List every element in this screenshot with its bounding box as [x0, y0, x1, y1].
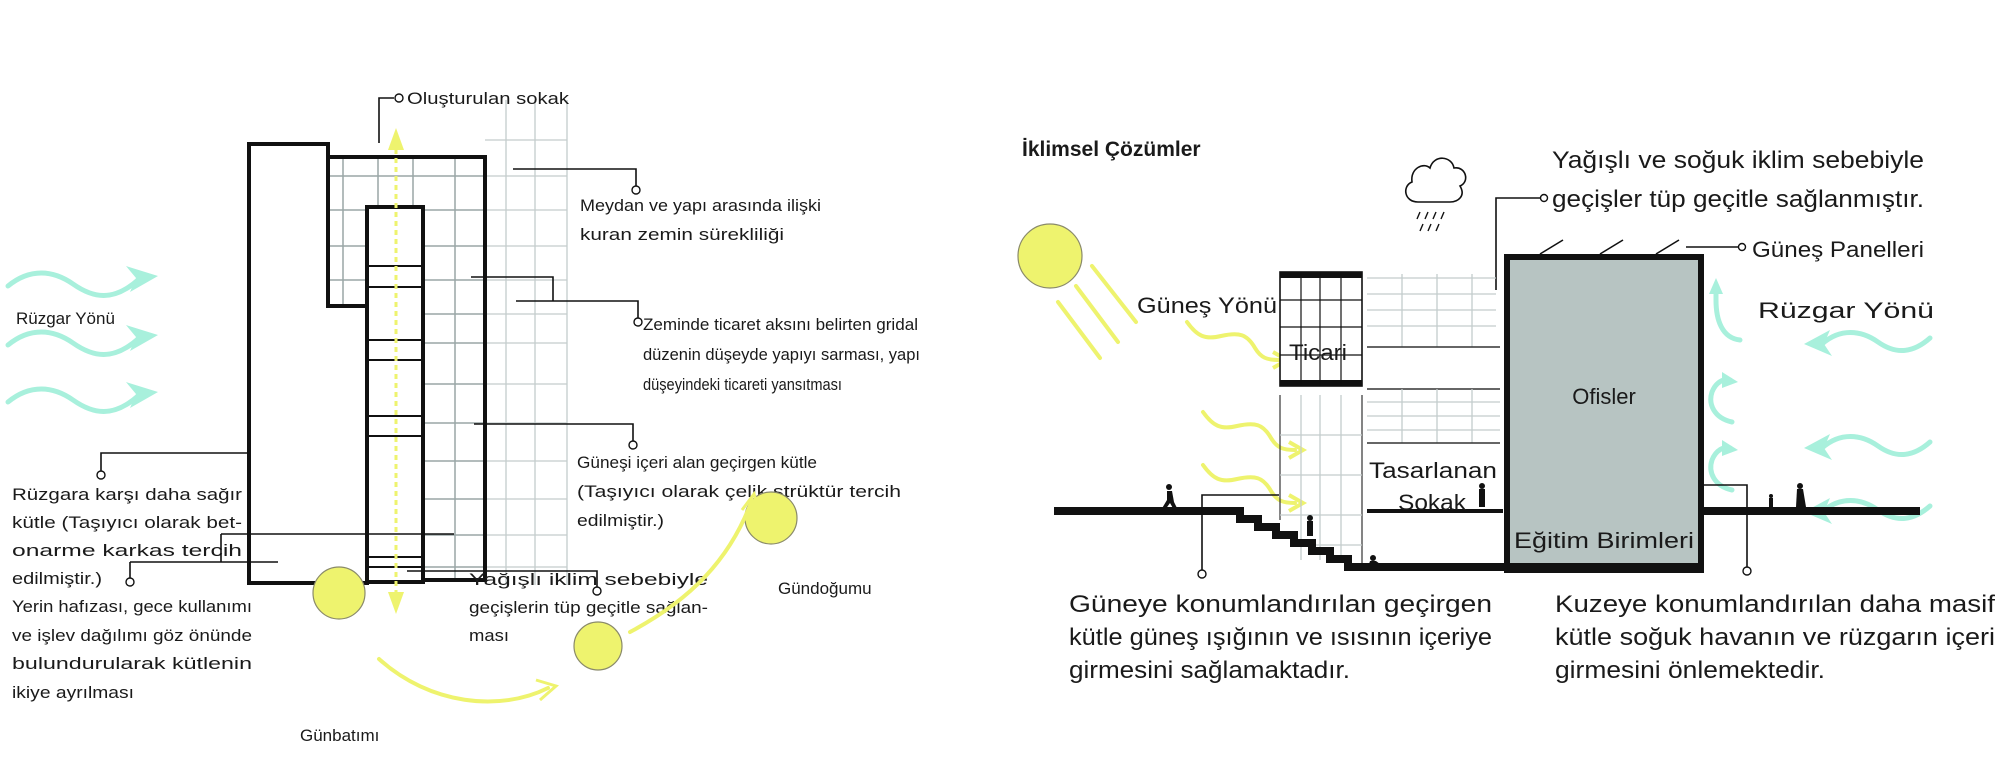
south-note: kütle güneş ışığının ve ısısının içeriye: [1069, 624, 1492, 651]
wind-arrow-icon: [1804, 434, 1930, 460]
permeable-mass-note: Güneşi içeri alan geçirgen kütle: [577, 453, 817, 472]
sun-icon: [312, 566, 366, 620]
grid-note: Zeminde ticaret aksını belirten gridal: [643, 315, 918, 334]
glass-column: [1279, 395, 1363, 568]
north-note: kütle soğuk havanın ve rüzgarın içeri: [1555, 624, 1995, 651]
wind-direction-label: Rüzgar Yönü: [16, 309, 115, 328]
split-note: Yerin hafızası, gece kullanımı: [12, 597, 252, 616]
tube-note: ması: [469, 626, 509, 645]
street-label: Sokak: [1398, 490, 1467, 515]
person-figure-icon: [1769, 494, 1773, 507]
person-figure-icon: [1479, 483, 1485, 507]
commercial-label: Ticari: [1289, 340, 1347, 365]
ground-continuity-note: kuran zemin sürekliliği: [580, 225, 784, 244]
wind-curl-icon: [1711, 372, 1738, 422]
ground-continuity-note: Meydan ve yapı arasında ilişki: [580, 196, 821, 215]
wind-deflect-up-icon: [1709, 278, 1743, 343]
section-title: İklimsel Çözümler: [1022, 138, 1201, 161]
ground-and-stairs: [1054, 507, 1703, 571]
background-grid: [485, 100, 568, 585]
wind-arrow-icon: [1804, 330, 1930, 356]
sunset-label: Günbatımı: [300, 726, 379, 745]
offices-block: [1504, 254, 1704, 573]
sun-path-arrow: [377, 490, 762, 704]
wind-curl-icon: [1711, 440, 1738, 490]
education-label: Eğitim Birimleri: [1514, 528, 1694, 553]
sun-ray-arrow-icon: [1185, 320, 1289, 370]
wind-direction-label: Rüzgar Yönü: [1758, 298, 1934, 323]
leader-tube-note: [407, 570, 602, 596]
rain-cloud-icon: [1405, 157, 1467, 232]
sun-icon: [1017, 223, 1083, 289]
person-figure-icon: [1307, 515, 1313, 536]
wind-arrow-icon: [8, 325, 158, 355]
sun-direction-label: Güneş Yönü: [1137, 293, 1277, 318]
leader-permeable-mass: [474, 423, 638, 450]
leader-solid-mass: [96, 452, 249, 480]
leader-ground-continuity: [513, 168, 641, 195]
offices-label: Ofisler: [1572, 384, 1636, 409]
leader-rain-note: [1495, 193, 1549, 290]
leader-north-note: [1703, 484, 1752, 576]
sun-rays: [1056, 264, 1138, 360]
person-figure-icon: [1368, 555, 1384, 567]
sun-ray-arrow-icon: [1201, 463, 1305, 513]
south-note: Güneye konumlandırılan geçirgen: [1069, 591, 1492, 618]
north-note: Kuzeye konumlandırılan daha masif: [1555, 591, 1995, 618]
rain-note: Yağışlı ve soğuk iklim sebebiyle: [1552, 147, 1924, 174]
solid-mass-note: onarme karkas tercih: [12, 541, 242, 560]
sun-icon: [573, 621, 623, 671]
upper-bridge: [1367, 274, 1500, 348]
permeable-mass-note: edilmiştir.): [577, 511, 664, 530]
lower-bridge: [1367, 388, 1500, 444]
leader-solar-panels: [1686, 242, 1747, 252]
person-figure-icon: [1796, 483, 1806, 507]
leader-split-note: [125, 533, 454, 587]
split-note: ikiye ayrılması: [12, 683, 134, 702]
right-section: İklimsel Çözümler Güneş Yönü Yağışlı ve …: [1017, 138, 1995, 684]
leader-south-note: [1197, 494, 1279, 579]
permeable-mass-note: (Taşıyıcı olarak çelik strüktür tercih: [577, 482, 901, 501]
street-label: Oluşturulan sokak: [407, 89, 570, 108]
left-plan: Rüzgar Yönü Oluşturulan sokak Meydan ve …: [8, 89, 920, 745]
grid-note: düşeyindeki ticareti yansıtması: [643, 375, 842, 394]
tube-note: geçişlerin tüp geçitle sağlan-: [469, 598, 708, 617]
tube-note: Yağışlı iklim sebebiyle: [469, 570, 708, 589]
commercial-block: [1279, 271, 1363, 387]
person-figure-icon: [1161, 484, 1178, 510]
solar-panels-label: Güneş Panelleri: [1752, 237, 1924, 262]
split-note: ve işlev dağılımı göz önünde: [12, 626, 252, 645]
solid-mass-note: kütle (Taşıyıcı olarak bet-: [12, 513, 242, 532]
leader-grid-note: [471, 276, 643, 327]
solar-panel-icon: [1539, 239, 1680, 255]
rain-note: geçişler tüp geçitle sağlanmıştır.: [1552, 186, 1924, 213]
solid-mass-note: edilmiştir.): [12, 569, 102, 588]
leader-street: [378, 93, 404, 143]
south-note: girmesini sağlamaktadır.: [1069, 657, 1350, 684]
split-note: bulundurularak kütlenin: [12, 654, 252, 673]
north-note: girmesini önlemektedir.: [1555, 657, 1825, 684]
wind-arrow-icon: [8, 266, 158, 296]
street-axis-arrow: [388, 128, 404, 614]
wind-arrow-icon: [8, 382, 158, 412]
grid-note: düzenin düşeyde yapıyı sarması, yapı: [643, 345, 920, 364]
sunrise-label: Gündoğumu: [778, 579, 872, 598]
solid-mass-note: Rüzgara karşı daha sağır: [12, 485, 242, 504]
street-label: Tasarlanan: [1369, 458, 1497, 483]
